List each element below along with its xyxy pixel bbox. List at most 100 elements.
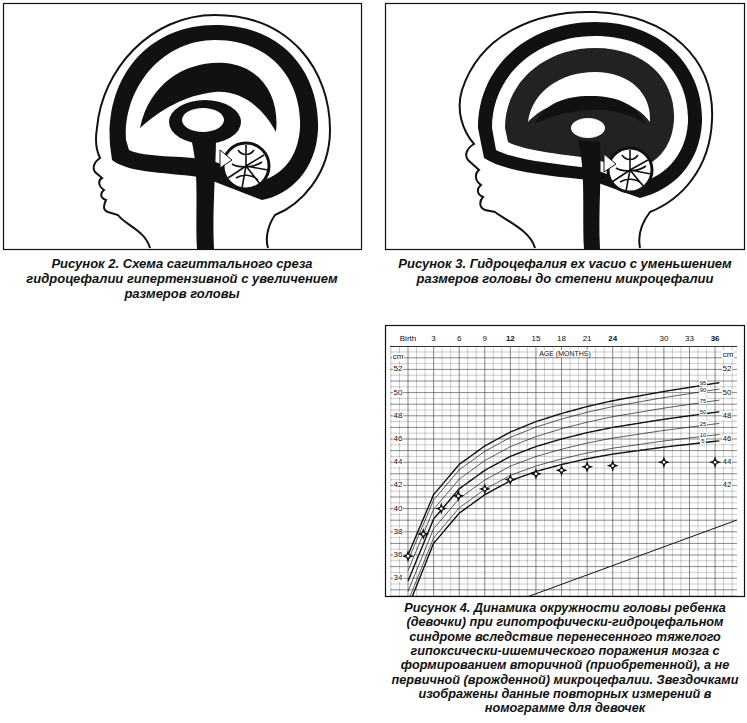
grid-line xyxy=(646,346,647,596)
figure-2-illustration-part xyxy=(140,63,277,132)
star-center xyxy=(535,473,538,476)
axis-label: 95 xyxy=(699,380,708,386)
grid-line xyxy=(390,595,737,596)
star-center xyxy=(560,469,563,472)
axis-label: 9 xyxy=(482,335,488,343)
grid-line xyxy=(510,346,511,596)
axis-label: 48 xyxy=(393,412,404,420)
star-center xyxy=(611,464,614,467)
axis-label: 3 xyxy=(430,335,436,343)
grid-line xyxy=(732,346,733,596)
measurement-star xyxy=(556,464,568,476)
grid-line xyxy=(390,520,737,521)
star-shape xyxy=(530,468,542,480)
chart-frame xyxy=(386,326,745,597)
grid-line xyxy=(433,346,434,596)
grid-line xyxy=(390,357,737,358)
grid-line xyxy=(459,346,460,596)
grid-line xyxy=(390,433,737,434)
grid-line xyxy=(595,346,596,596)
grid-line xyxy=(570,346,571,596)
grid-line xyxy=(390,381,737,382)
grid-line xyxy=(390,514,737,515)
star-shape xyxy=(479,483,491,495)
axis-label: 36 xyxy=(393,551,404,559)
axis-label: 6 xyxy=(456,335,462,343)
axis-label: cm xyxy=(722,351,735,359)
star-center xyxy=(509,478,512,481)
figure-caption: Рисунок 3. Гидроцефалия ex vacuo с умень… xyxy=(389,256,741,286)
axis-label: 40 xyxy=(393,505,404,513)
grid-line xyxy=(390,560,737,561)
grid-line xyxy=(672,346,673,596)
grid-line xyxy=(390,555,737,556)
star-shape xyxy=(435,503,447,515)
star-center xyxy=(457,495,460,498)
grid-line xyxy=(390,497,737,498)
section-line xyxy=(527,520,737,596)
grid-line xyxy=(390,450,737,451)
grid-line xyxy=(621,346,622,596)
figure-3-illustration xyxy=(386,4,745,250)
axis-label: 10 xyxy=(699,432,708,438)
percentile-curve xyxy=(408,400,719,570)
grid-line xyxy=(390,589,737,590)
grid-line xyxy=(390,473,737,474)
grid-line xyxy=(476,346,477,596)
star-center xyxy=(714,461,717,464)
axis-label: 46 xyxy=(393,435,404,443)
figure-2-illustration-part xyxy=(4,4,362,250)
axis-label: AGE (MONTHS) xyxy=(538,350,592,357)
measurement-star xyxy=(504,474,516,486)
star-shape xyxy=(607,460,619,472)
percentile-curve xyxy=(408,441,719,596)
grid-line xyxy=(390,346,737,347)
star-shape xyxy=(709,456,721,468)
grid-line xyxy=(390,468,737,469)
figure-2-illustration-part xyxy=(228,145,268,188)
axis-label: 38 xyxy=(393,528,404,536)
chart-grid xyxy=(390,346,737,596)
figure-2-illustration-part xyxy=(94,15,330,248)
axis-label: 48 xyxy=(722,412,733,420)
percentile-curve xyxy=(408,383,719,555)
axis-label: 34 xyxy=(393,574,404,582)
grid-line xyxy=(390,479,737,480)
measurement-star xyxy=(402,550,414,562)
axis-label: 90 xyxy=(699,387,708,393)
star-shape xyxy=(658,456,670,468)
figure-2-illustration-part xyxy=(190,134,216,249)
star-shape xyxy=(417,528,429,540)
measurement-star xyxy=(479,483,491,495)
star-center xyxy=(407,555,410,558)
percentile-curve xyxy=(408,389,719,561)
measurement-star xyxy=(452,490,464,502)
grid-line xyxy=(442,346,443,596)
grid-line xyxy=(518,346,519,596)
axis-label: 24 xyxy=(607,335,618,343)
grid-line xyxy=(604,346,605,596)
percentile-curve xyxy=(408,434,719,596)
grid-line xyxy=(390,369,737,370)
measurement-star xyxy=(417,528,429,540)
axis-label: 33 xyxy=(684,335,695,343)
axis-label: 44 xyxy=(722,458,733,466)
grid-line xyxy=(578,346,579,596)
axis-label: 44 xyxy=(393,458,404,466)
percentile-curve xyxy=(408,412,719,581)
grid-line xyxy=(390,566,737,567)
grid-line xyxy=(390,502,737,503)
axis-label: 42 xyxy=(722,481,733,489)
axis-label: cm xyxy=(392,353,405,361)
grid-line xyxy=(390,462,737,463)
chart-frame-part xyxy=(386,326,745,597)
figure-caption: Рисунок 2. Схема сагиттального среза гид… xyxy=(6,256,358,301)
grid-line xyxy=(390,363,737,364)
grid-line xyxy=(638,346,639,596)
axis-label: 46 xyxy=(722,435,733,443)
grid-line xyxy=(544,346,545,596)
axis-label: 36 xyxy=(710,335,721,343)
measurement-star xyxy=(658,456,670,468)
grid-line xyxy=(527,346,528,596)
